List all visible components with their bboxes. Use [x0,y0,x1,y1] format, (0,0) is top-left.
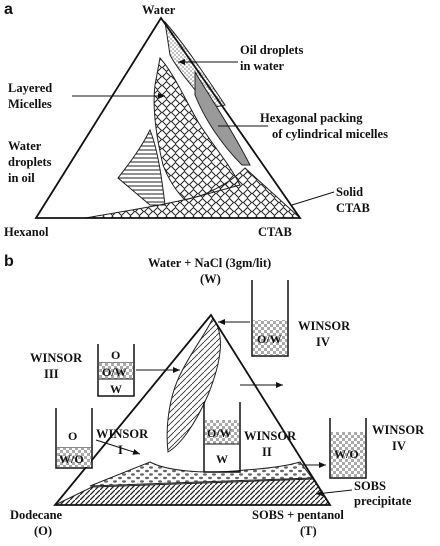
vertex-dodecane: Dodecane (O) [10,508,65,538]
tube-cell: W [110,382,122,396]
region-oil-droplets-in-water [164,20,226,109]
tube-winsor-i: O W/O [55,408,93,469]
ternary-triangle-b [53,313,332,506]
tube-cell: W/O [334,447,359,461]
tube-winsor-ii: O/W W [203,402,241,473]
label-hexagonal-packing: Hexagonal packing of cylindrical micelle… [260,111,388,141]
tube-cell: O [68,429,77,443]
region-sobs-precipitate [54,478,331,506]
panel-a: a Water Hexanol CTAB Oil droplets in wat… [4,1,388,239]
panel-b: b Water + NaCl (3gm/lit) (W) Dodecane (O… [4,253,427,538]
vertex-water-nacl: Water + NaCl (3gm/lit) (W) [148,256,274,286]
label-sobs-precipitate: SOBS precipitate [354,479,412,508]
tube-cell: W/O [59,452,84,466]
label-winsor-iv-right: WINSOR IV [372,423,427,453]
region-winsor-iii-lens [166,317,221,453]
tube-cell: O/W [207,426,232,440]
tube-cell: O/W [257,332,282,346]
region-solid-ctab [84,167,302,219]
tube-cell: O/W [102,365,127,379]
tube-winsor-iv-top: O/W [251,280,289,357]
tube-cell: W [216,452,228,466]
tube-winsor-iii: O O/W W [97,344,135,397]
label-water-droplets: Water droplets in oil [8,139,55,185]
label-winsor-iv-top: WINSOR IV [298,319,353,349]
label-solid-ctab: Solid CTAB [336,185,370,215]
vertex-sobs-pentanol: SOBS + pentanol (T) [252,508,347,538]
ternary-triangle-a [34,16,302,219]
label-winsor-iii: WINSOR III [30,351,85,381]
label-winsor-i: WINSOR I [96,427,151,457]
region-hexagonal-packing [194,70,251,166]
tube-cell: O [111,348,120,362]
panel-b-letter: b [4,253,14,270]
vertex-water: Water [142,3,176,17]
tube-winsor-iv-right: W/O [329,418,367,479]
panel-a-letter: a [4,1,13,18]
region-lower-band [89,461,313,487]
label-winsor-ii: WINSOR II [244,429,299,459]
vertex-ctab: CTAB [258,225,292,239]
vertex-hexanol: Hexanol [4,225,49,239]
label-layered-micelles: Layered Micelles [8,81,55,111]
label-oil-droplets: Oil droplets in water [240,43,306,73]
